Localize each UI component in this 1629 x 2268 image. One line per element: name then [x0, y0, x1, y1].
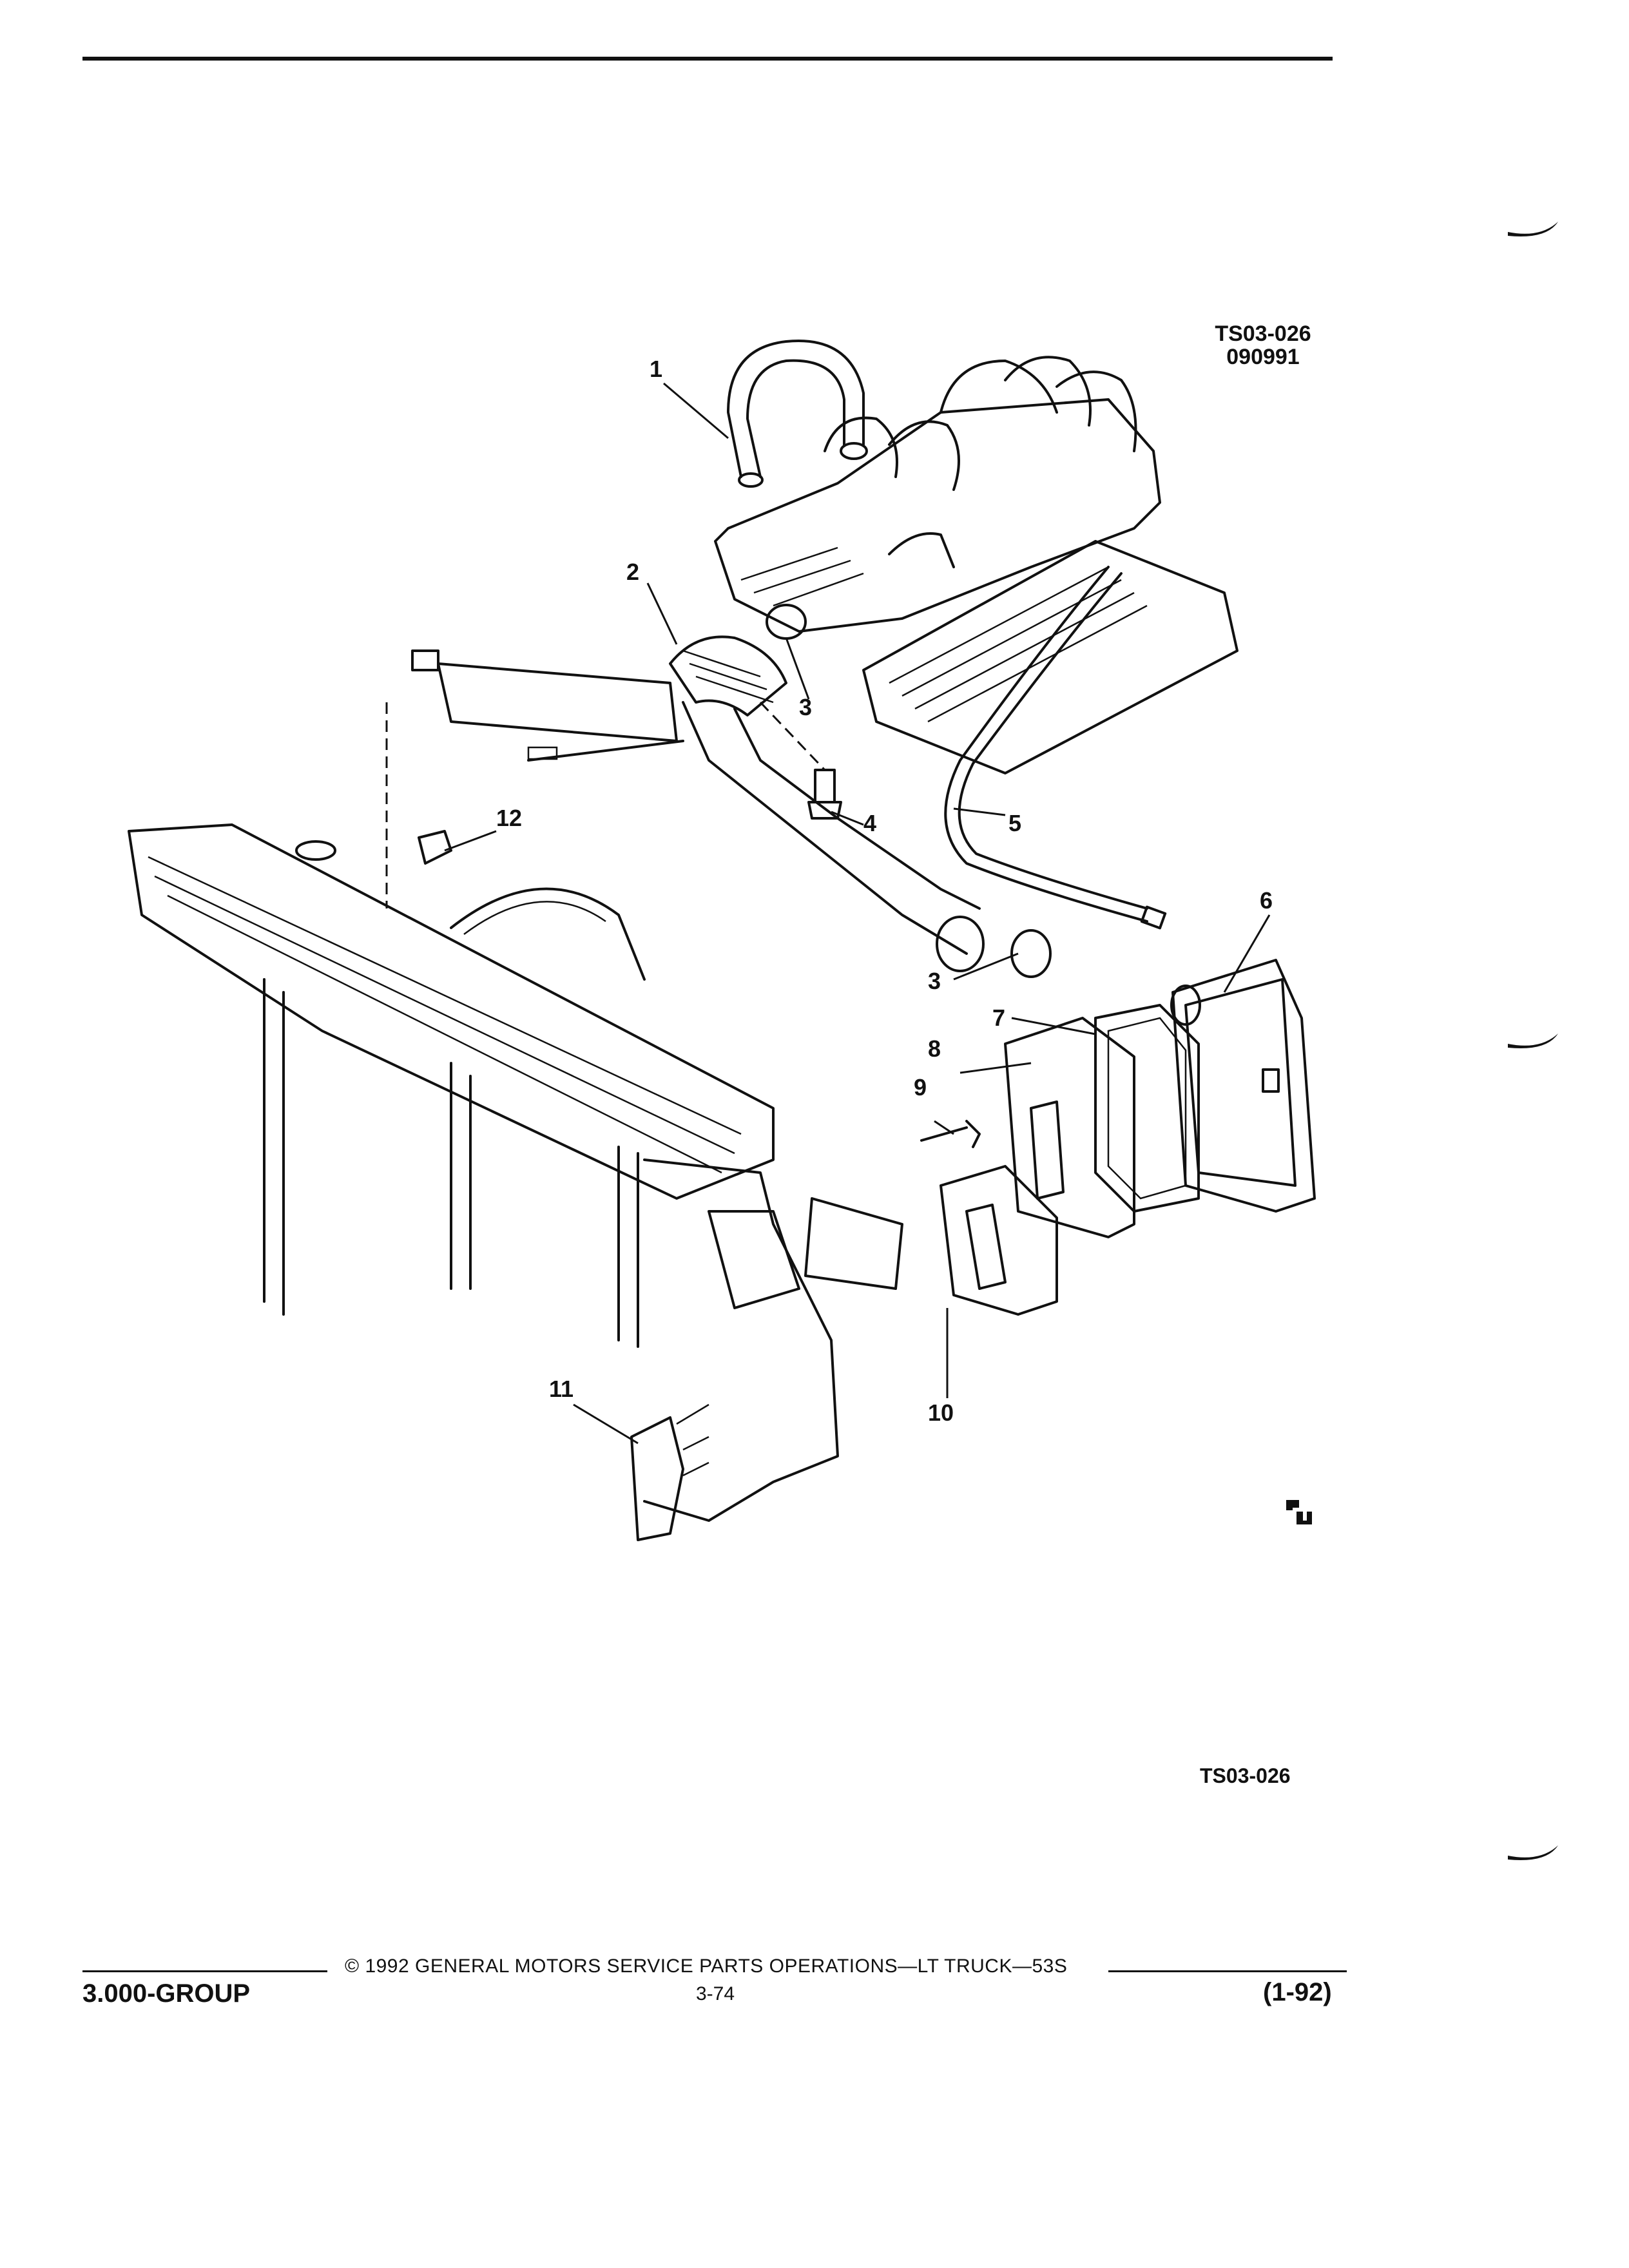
callout-5: 5	[1008, 810, 1021, 836]
bolt	[920, 1120, 981, 1148]
gm-logo-icon	[1286, 1500, 1312, 1524]
callout-6: 6	[1260, 887, 1273, 914]
callout-11: 11	[549, 1376, 574, 1402]
binding-mark-icon	[1508, 1845, 1558, 1861]
revision-date: (1-92)	[1263, 1978, 1332, 2006]
air-intake-duct	[437, 604, 1052, 978]
top-rule	[82, 57, 1333, 61]
callout-9: 9	[914, 1074, 927, 1100]
footer-group: 3.000-GROUP	[82, 1979, 251, 2008]
figure-caption-code: TS03-026	[1200, 1764, 1291, 1787]
resonator	[1004, 1017, 1135, 1238]
callout-4: 4	[863, 810, 876, 836]
binding-mark-icon	[1508, 1033, 1558, 1049]
footer-rule-left	[82, 1970, 327, 1972]
callout-8: 8	[928, 1035, 941, 1062]
radiator-support	[128, 649, 903, 1522]
callout-12: 12	[496, 805, 522, 831]
bracket	[940, 1165, 1058, 1316]
callout-3-lower: 3	[928, 968, 941, 994]
figure-code: TS03-026	[1215, 322, 1311, 346]
figure-date: 090991	[1226, 345, 1300, 369]
page-number: 3-74	[696, 1983, 735, 2004]
bracket-lower	[630, 1403, 709, 1541]
callout-2: 2	[626, 559, 639, 585]
callout-3-upper: 3	[799, 694, 812, 720]
air-cleaner-housing	[1170, 959, 1316, 1213]
sensor	[759, 701, 842, 820]
callout-1: 1	[650, 356, 662, 382]
binding-mark-icon	[1508, 222, 1558, 237]
filter-element	[1094, 1004, 1200, 1213]
footer-copyright: © 1992 GENERAL MOTORS SERVICE PARTS OPER…	[345, 1956, 1068, 1977]
vacuum-hose	[944, 566, 1148, 923]
figure-id: TS03-026 090991	[1192, 322, 1334, 369]
callout-7: 7	[992, 1004, 1005, 1031]
engine-assembly	[714, 340, 1239, 774]
callout-10: 10	[928, 1399, 954, 1426]
footer-rule-right	[1108, 1970, 1347, 1972]
